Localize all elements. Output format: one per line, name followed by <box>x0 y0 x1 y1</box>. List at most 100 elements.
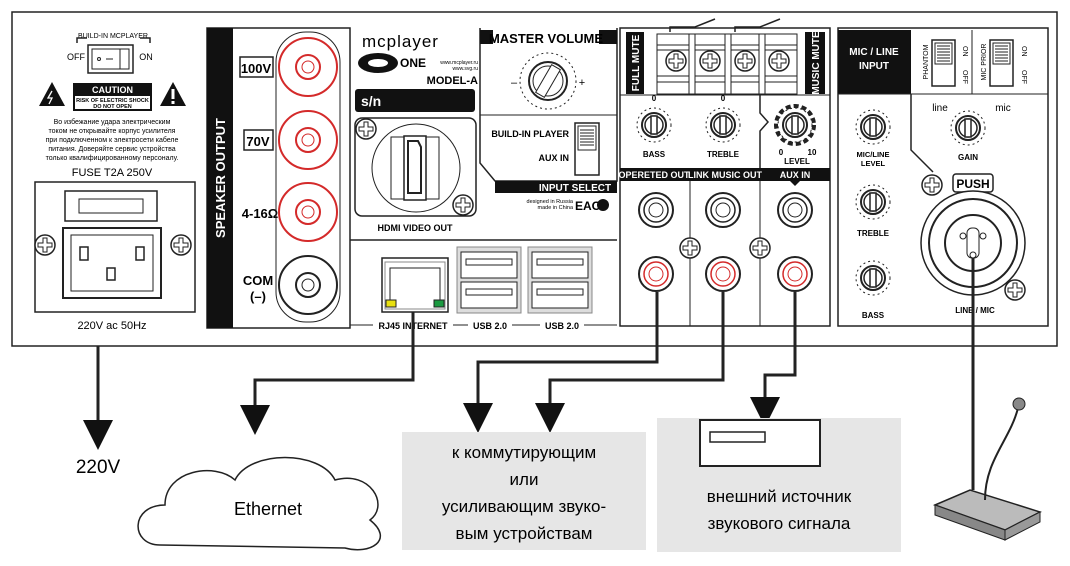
input-option-aux-in: AUX IN <box>538 153 569 163</box>
external-source-line: звукового сигнала <box>708 514 851 533</box>
usb-label-1: USB 2.0 <box>473 321 507 331</box>
aux-in-rca-right[interactable] <box>777 256 813 292</box>
screw-icon <box>355 118 377 140</box>
switch-on-label: ON <box>139 52 153 62</box>
phantom-label: PHANTOM <box>923 44 930 79</box>
master-volume-title: MASTER VOLUME <box>489 31 603 46</box>
build-in-player-power-switch[interactable] <box>87 44 134 74</box>
mic-prior-on-label: ON <box>1020 46 1027 57</box>
link-music-out-label: LINK MUSIC OUT <box>688 170 762 180</box>
serial-label: s/n <box>361 93 381 109</box>
phantom-switch[interactable] <box>931 39 956 87</box>
caution-line-2: DO NOT OPEN <box>93 104 132 110</box>
mic-treble-label: TREBLE <box>857 229 890 238</box>
ethernet-label: Ethernet <box>234 499 302 519</box>
level-label: LEVEL <box>784 157 810 166</box>
designed-in-russia: designed in Russia <box>527 199 574 205</box>
master-volume-section: MASTER VOLUME – + BUILD-IN PLAYER AUX IN… <box>479 28 618 213</box>
mic-line-level-label-2: LEVEL <box>861 159 886 168</box>
terminal-screw-icon <box>665 50 687 72</box>
power-rating: 220V ac 50Hz <box>77 320 146 332</box>
bass-label: BASS <box>643 150 666 159</box>
warning-line: только квалифицированному персоналу. <box>46 155 179 162</box>
model-label: MODEL-A <box>427 75 478 87</box>
build-in-switch-title: BUILD-IN MCPLAYER <box>78 33 148 40</box>
caution-title: CAUTION <box>92 85 133 95</box>
connection-lines <box>83 258 975 490</box>
operated-out-rca-left[interactable] <box>638 192 674 228</box>
serial-number-plate <box>355 89 475 112</box>
aux-in-rca-left[interactable] <box>777 192 813 228</box>
mic-prior-off-label: OFF <box>1020 70 1027 84</box>
iec-power-inlet[interactable] <box>34 181 196 313</box>
tap-100v-label: 100V <box>241 61 272 76</box>
warning-line: питания. Доверяйте сервис устройства <box>48 145 175 153</box>
screw-icon <box>921 174 943 196</box>
one-logo-text: ONE <box>400 56 426 70</box>
gain-mic-label: mic <box>995 103 1011 114</box>
desktop-microphone-icon <box>932 397 1042 541</box>
rj45-port[interactable] <box>381 257 449 313</box>
screw-icon <box>170 234 192 256</box>
binding-post-70v[interactable] <box>278 110 338 170</box>
input-select-title: INPUT SELECT <box>539 183 611 194</box>
screw-icon <box>452 194 474 216</box>
operated-out-cable <box>463 292 659 433</box>
mic-line-title-1: MIC / LINE <box>849 47 899 58</box>
link-led-green <box>433 299 445 308</box>
terminal-screw-icon <box>734 50 756 72</box>
operated-out-rca-right[interactable] <box>638 256 674 292</box>
treble-zero-mark: 0 <box>721 94 726 103</box>
external-source-line: внешний источник <box>707 487 852 506</box>
screw-icon <box>749 237 771 259</box>
mic-line-level-label-1: MIC/LINE <box>857 150 890 159</box>
input-select-switch[interactable] <box>574 122 600 176</box>
mains-220v-label: 220V <box>76 457 121 478</box>
switch-off-label: OFF <box>67 52 85 62</box>
volume-plus: + <box>579 77 585 89</box>
ethernet-cloud: Ethernet <box>137 456 382 551</box>
caution-line-1: RISK OF ELECTRIC SHOCK <box>76 98 149 104</box>
music-mute-label: MUSIC MUTE <box>811 31 822 95</box>
hdmi-label: HDMI VIDEO OUT <box>377 223 453 233</box>
gain-label: GAIN <box>958 153 978 162</box>
made-in-china: made in China <box>538 205 574 211</box>
tap-4-16ohm-label: 4-16Ω <box>242 206 278 221</box>
treble-label: TREBLE <box>707 150 740 159</box>
mute-terminal-block[interactable] <box>656 18 798 95</box>
aux-level-knob[interactable] <box>774 104 816 146</box>
volume-minus: – <box>511 77 518 89</box>
binding-post-4-16ohm[interactable] <box>278 182 338 242</box>
line-mic-label: LINE / MIC <box>955 306 995 315</box>
eac-mark: EAC <box>575 199 601 213</box>
link-music-out-rca-left[interactable] <box>705 192 741 228</box>
screw-icon <box>679 237 701 259</box>
link-led-yellow <box>385 299 397 308</box>
phantom-off-label: OFF <box>961 70 968 84</box>
binding-post-100v[interactable] <box>278 37 338 97</box>
switching-devices-line: вым устройствам <box>456 524 593 543</box>
screw-icon <box>34 234 56 256</box>
warning-line: Во избежание удара электрическим <box>54 118 171 126</box>
full-mute-label: FULL MUTE <box>631 34 642 91</box>
hdmi-video-out-port[interactable] <box>354 117 477 217</box>
operated-out-label: OPERETED OUT <box>618 170 690 180</box>
link-music-out-rca-right[interactable] <box>705 256 741 292</box>
push-release-label[interactable]: PUSH <box>956 177 989 191</box>
usb-port-pair-2[interactable] <box>527 246 593 314</box>
mic-line-title-2: INPUT <box>859 61 889 72</box>
master-volume-knob[interactable] <box>519 52 577 110</box>
mic-line-section: MIC / LINE INPUT PHANTOM ON OFF MIC PRIO… <box>837 27 1049 327</box>
lightning-warning-icon <box>39 82 65 106</box>
aux-in-label: AUX IN <box>780 170 811 180</box>
phantom-on-label: ON <box>961 46 968 57</box>
binding-post-com[interactable] <box>278 255 338 315</box>
mcplayer-logo: mcplayer <box>362 32 439 51</box>
usb-port-pair-1[interactable] <box>456 246 522 314</box>
warning-text: Во избежание удара электрическим током н… <box>46 118 179 162</box>
switching-devices-line: или <box>510 470 539 489</box>
site-1: www.mcplayer.ru <box>440 60 478 66</box>
audio-source-device-icon <box>699 419 821 467</box>
mic-prior-switch[interactable] <box>989 39 1014 87</box>
